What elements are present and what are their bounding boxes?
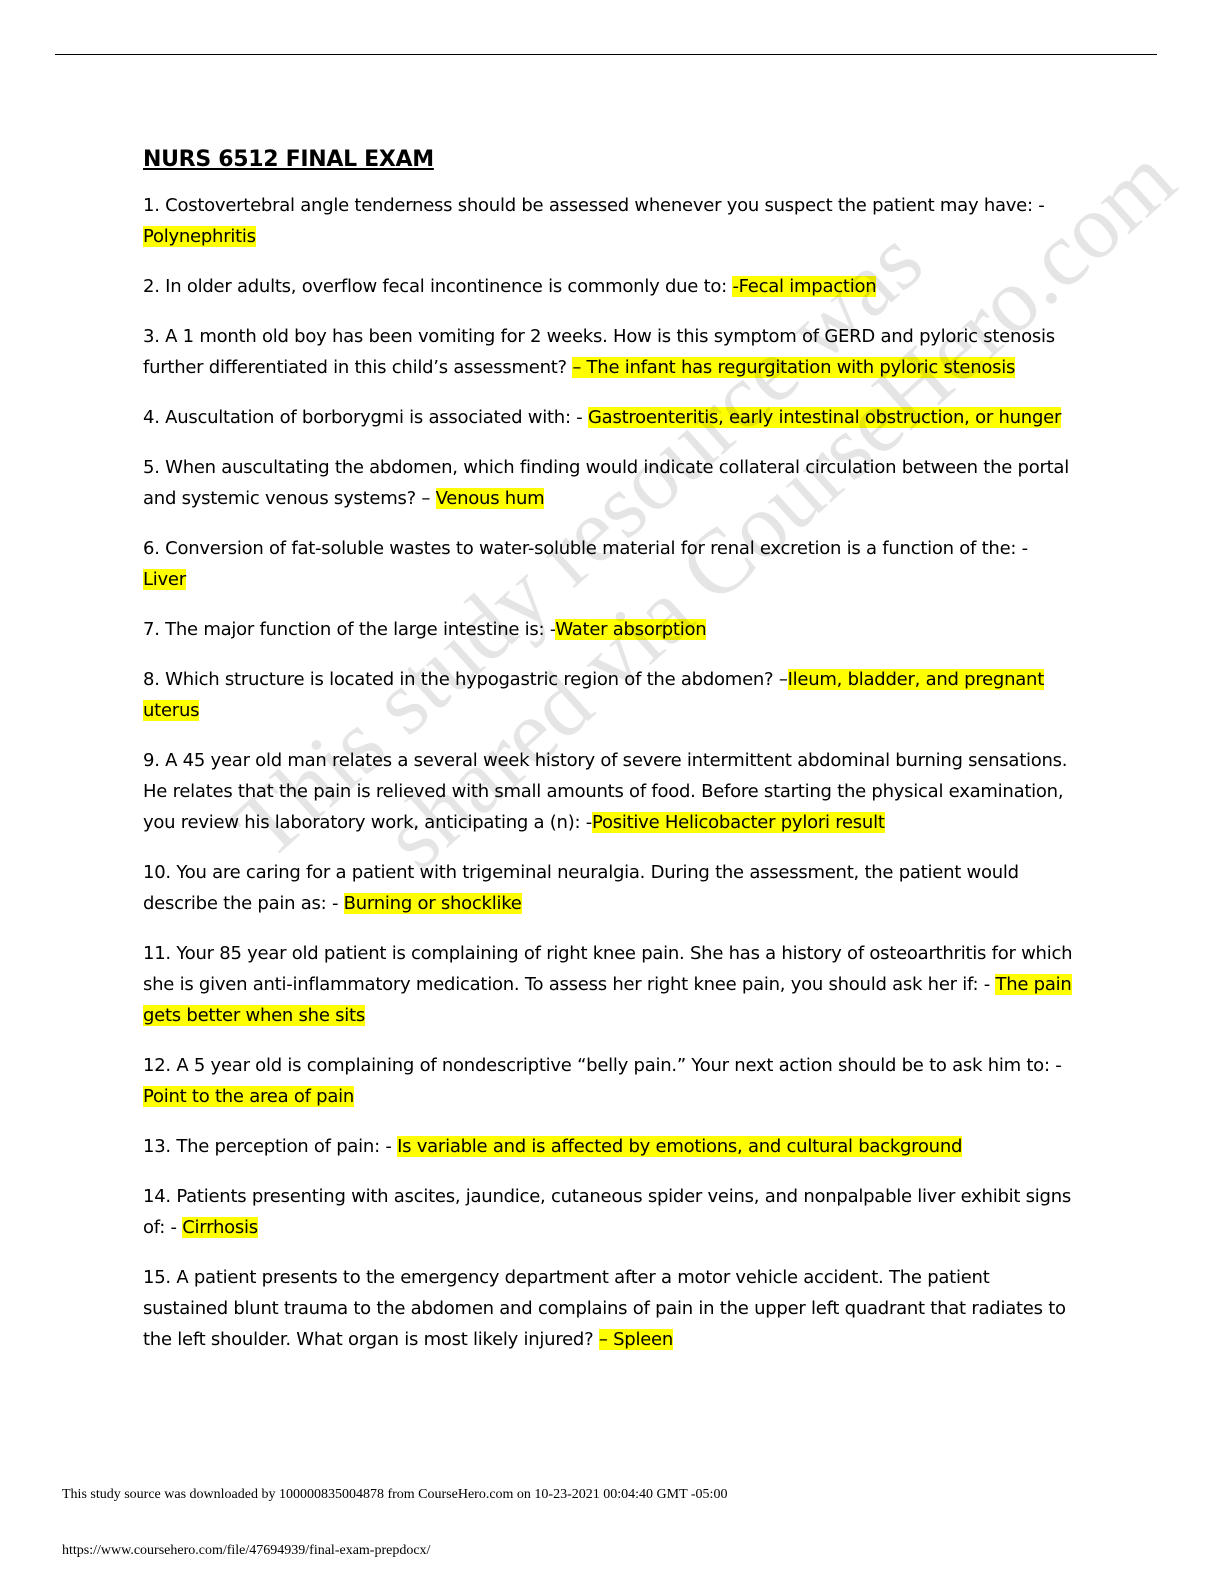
question-item: 7. The major function of the large intes… [143, 614, 1073, 645]
answer-highlight: Point to the area of pain [143, 1086, 355, 1107]
footer-source-text: This study source was downloaded by 1000… [62, 1487, 728, 1502]
document-title: NURS 6512 FINAL EXAM [143, 147, 434, 172]
question-text: 12. A 5 year old is complaining of nonde… [143, 1055, 1062, 1076]
answer-highlight: Polynephritis [143, 226, 256, 247]
question-text: 9. A 45 year old man relates a several w… [143, 750, 1068, 833]
answer-highlight: Venous hum [435, 488, 545, 509]
answer-highlight: – The infant has regurgitation with pylo… [572, 357, 1016, 378]
answer-highlight: Cirrhosis [182, 1217, 258, 1238]
question-list: 1. Costovertebral angle tenderness shoul… [143, 190, 1073, 1355]
question-item: 5. When auscultating the abdomen, which … [143, 452, 1073, 514]
question-text: 8. Which structure is located in the hyp… [143, 669, 788, 690]
document-body: NURS 6512 FINAL EXAM 1. Costovertebral a… [143, 144, 1073, 1374]
question-item: 9. A 45 year old man relates a several w… [143, 745, 1073, 838]
question-text: 11. Your 85 year old patient is complain… [143, 943, 1073, 995]
answer-highlight: Gastroenteritis, early intestinal obstru… [587, 407, 1062, 428]
question-item: 13. The perception of pain: - Is variabl… [143, 1131, 1073, 1162]
question-text: 15. A patient presents to the emergency … [143, 1267, 1066, 1350]
question-item: 12. A 5 year old is complaining of nonde… [143, 1050, 1073, 1112]
question-text: 2. In older adults, overflow fecal incon… [143, 276, 733, 297]
question-text: 3. A 1 month old boy has been vomiting f… [143, 326, 1055, 378]
question-text: 1. Costovertebral angle tenderness shoul… [143, 195, 1045, 216]
answer-highlight: -Fecal impaction [732, 276, 877, 297]
answer-highlight: Water absorption [555, 619, 707, 640]
question-text: 4. Auscultation of borborygmi is associa… [143, 407, 588, 428]
question-item: 8. Which structure is located in the hyp… [143, 664, 1073, 726]
question-item: 2. In older adults, overflow fecal incon… [143, 271, 1073, 302]
question-item: 3. A 1 month old boy has been vomiting f… [143, 321, 1073, 383]
answer-highlight: Burning or shocklike [343, 893, 522, 914]
question-item: 10. You are caring for a patient with tr… [143, 857, 1073, 919]
question-text: 13. The perception of pain: - [143, 1136, 398, 1157]
header-rule [55, 54, 1157, 55]
answer-highlight: Positive Helicobacter pylori result [592, 812, 885, 833]
answer-highlight: Is variable and is affected by emotions,… [397, 1136, 963, 1157]
question-item: 6. Conversion of fat-soluble wastes to w… [143, 533, 1073, 595]
question-item: 15. A patient presents to the emergency … [143, 1262, 1073, 1355]
question-text: 6. Conversion of fat-soluble wastes to w… [143, 538, 1028, 559]
question-item: 4. Auscultation of borborygmi is associa… [143, 402, 1073, 433]
question-item: 14. Patients presenting with ascites, ja… [143, 1181, 1073, 1243]
answer-highlight: Liver [143, 569, 186, 590]
answer-highlight: – Spleen [598, 1329, 674, 1350]
question-text: 7. The major function of the large intes… [143, 619, 556, 640]
question-text: 14. Patients presenting with ascites, ja… [143, 1186, 1072, 1238]
footer-url-link[interactable]: https://www.coursehero.com/file/47694939… [62, 1543, 431, 1558]
question-item: 11. Your 85 year old patient is complain… [143, 938, 1073, 1031]
question-text: 10. You are caring for a patient with tr… [143, 862, 1019, 914]
question-text: 5. When auscultating the abdomen, which … [143, 457, 1069, 509]
question-item: 1. Costovertebral angle tenderness shoul… [143, 190, 1073, 252]
